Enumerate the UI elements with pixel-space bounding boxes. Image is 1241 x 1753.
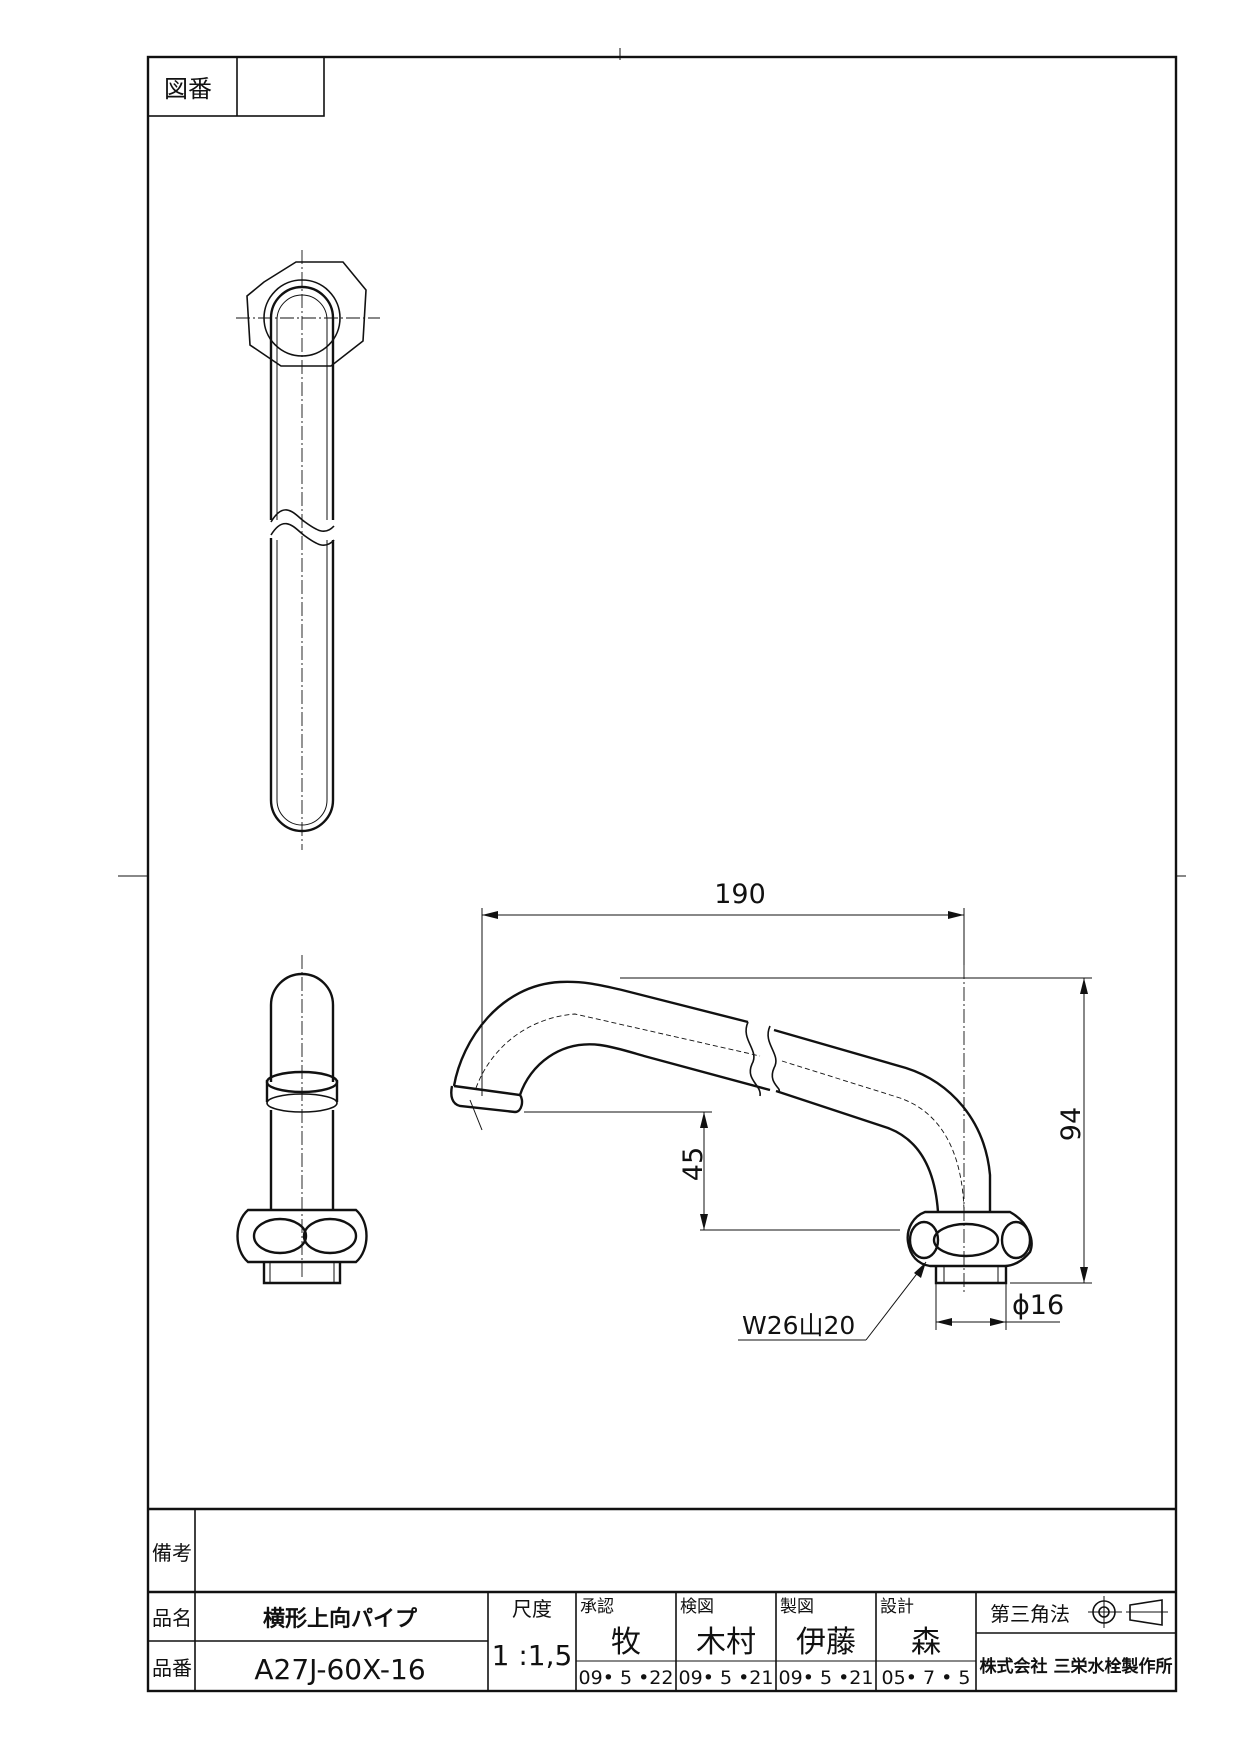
approval-role: 承認 [580, 1597, 614, 1617]
drawing-number-label: 図番 [164, 75, 212, 103]
product-name: 横形上向パイプ [263, 1606, 418, 1632]
drawing-number-box: 図番 [147, 56, 325, 117]
centering-marks [118, 48, 1186, 877]
dimension-spout-rise: 45 [678, 1147, 709, 1181]
dimension-height: 94 [1056, 1107, 1087, 1141]
approval-name: 木村 [696, 1625, 756, 1660]
dimension-thread: W26山20 [742, 1311, 855, 1340]
scale-label: 尺度 [512, 1597, 552, 1621]
remarks-label: 備考 [152, 1541, 192, 1565]
dimension-outer-diameter: ϕ16 [1012, 1290, 1064, 1321]
sheet-border [146, 55, 1178, 1693]
dimension-length: 190 [714, 879, 766, 910]
approval-role: 検図 [680, 1597, 714, 1617]
approval-date: 05• 7 • 5 [882, 1667, 971, 1689]
product-number: A27J-60X-16 [254, 1653, 425, 1686]
side-view [236, 955, 368, 1285]
approval-name: 森 [911, 1625, 941, 1660]
approval-date: 09• 5 •22 [579, 1667, 674, 1689]
approval-name: 伊藤 [796, 1625, 856, 1660]
scale-value: 1 :1,5 [492, 1639, 573, 1672]
company-name: 株式会社 三栄水栓製作所 [980, 1656, 1173, 1677]
product-name-label: 品名 [152, 1606, 192, 1630]
product-number-label: 品番 [152, 1656, 192, 1680]
front-view [450, 965, 1033, 1292]
dimension-lines [481, 908, 1092, 1341]
title-block [148, 1507, 1176, 1691]
approval-role: 設計 [880, 1597, 914, 1617]
top-view [236, 250, 380, 850]
approval-role: 製図 [780, 1597, 814, 1617]
third-angle-projection-icon [1088, 1596, 1168, 1628]
approval-date: 09• 5 •21 [679, 1667, 774, 1689]
approval-date: 09• 5 •21 [779, 1667, 874, 1689]
projection-label: 第三角法 [990, 1602, 1070, 1626]
approval-name: 牧 [611, 1625, 641, 1660]
